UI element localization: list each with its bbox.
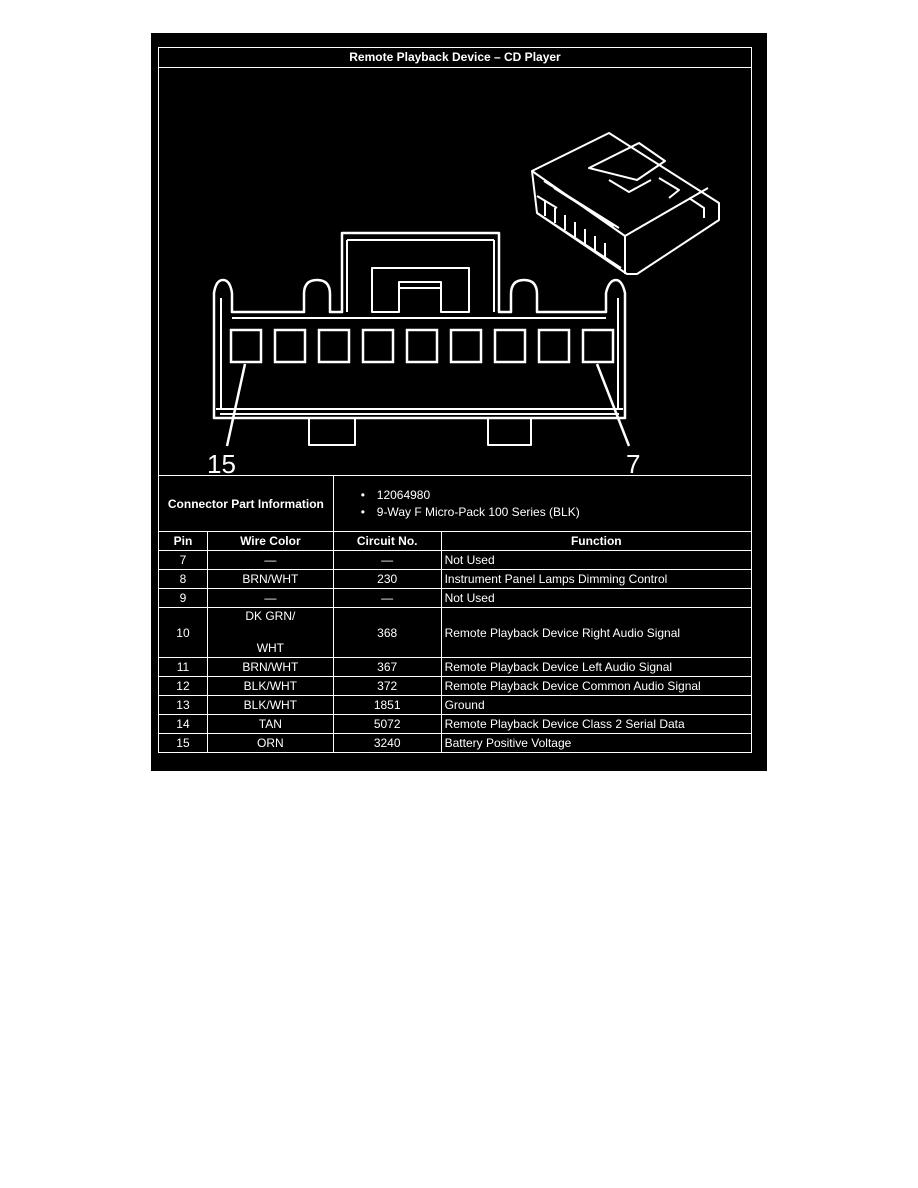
function-cell: Battery Positive Voltage xyxy=(440,733,753,753)
part-description: 9-Way F Micro-Pack 100 Series (BLK) xyxy=(361,504,748,521)
table-row: 14 TAN 5072 Remote Playback Device Class… xyxy=(158,714,753,734)
pin-cell: 7 xyxy=(158,550,208,570)
table-row: 7 — — Not Used xyxy=(158,550,753,570)
circuit-cell: 368 xyxy=(332,607,442,658)
pin-cell: 10 xyxy=(158,607,208,658)
table-row: 9 — — Not Used xyxy=(158,588,753,608)
wire-color-cell: DK GRN/ WHT xyxy=(206,607,334,658)
wire-color-cell: BRN/WHT xyxy=(206,657,334,677)
table-row: 12 BLK/WHT 372 Remote Playback Device Co… xyxy=(158,676,753,696)
function-cell: Not Used xyxy=(440,588,753,608)
function-cell: Remote Playback Device Right Audio Signa… xyxy=(440,607,753,658)
connector-iso-icon xyxy=(531,132,720,275)
part-info-label: Connector Part Information xyxy=(158,475,334,532)
part-info-row: Connector Part Information 12064980 9-Wa… xyxy=(158,475,753,532)
connector-sheet: Remote Playback Device – CD Player xyxy=(151,33,767,771)
pin-cell: 14 xyxy=(158,714,208,734)
header-circuit-no: Circuit No. xyxy=(332,531,442,551)
wire-color-cell: TAN xyxy=(206,714,334,734)
circuit-cell: 5072 xyxy=(332,714,442,734)
page-title: Remote Playback Device – CD Player xyxy=(158,47,752,68)
pin-cavities xyxy=(229,328,615,364)
part-number: 12064980 xyxy=(361,487,748,504)
pin-cell: 12 xyxy=(158,676,208,696)
function-cell: Remote Playback Device Common Audio Sign… xyxy=(440,676,753,696)
table-row: 13 BLK/WHT 1851 Ground xyxy=(158,695,753,715)
wire-color-line-1: DK GRN/ xyxy=(245,609,296,623)
part-info-values: 12064980 9-Way F Micro-Pack 100 Series (… xyxy=(332,475,753,532)
table-row: 10 DK GRN/ WHT 368 Remote Playback Devic… xyxy=(158,607,753,658)
circuit-cell: — xyxy=(332,588,442,608)
pin-15-callout: 15 xyxy=(207,449,236,479)
function-cell: Instrument Panel Lamps Dimming Control xyxy=(440,569,753,589)
header-pin: Pin xyxy=(158,531,208,551)
table-row: 15 ORN 3240 Battery Positive Voltage xyxy=(158,733,753,753)
wire-color-cell: BLK/WHT xyxy=(206,676,334,696)
pin-7-callout: 7 xyxy=(626,449,641,479)
circuit-cell: 367 xyxy=(332,657,442,677)
table-row: 11 BRN/WHT 367 Remote Playback Device Le… xyxy=(158,657,753,677)
wire-color-cell: — xyxy=(206,550,334,570)
table-header-row: Pin Wire Color Circuit No. Function xyxy=(158,531,753,551)
pin-cell: 8 xyxy=(158,569,208,589)
pin-cell: 13 xyxy=(158,695,208,715)
pin-cell: 11 xyxy=(158,657,208,677)
wire-color-line-2: WHT xyxy=(256,641,285,655)
connector-pin-table: Connector Part Information 12064980 9-Wa… xyxy=(158,475,753,753)
pin-cell: 15 xyxy=(158,733,208,753)
circuit-cell: 230 xyxy=(332,569,442,589)
circuit-cell: 1851 xyxy=(332,695,442,715)
function-cell: Not Used xyxy=(440,550,753,570)
wire-color-cell: BLK/WHT xyxy=(206,695,334,715)
table-row: 8 BRN/WHT 230 Instrument Panel Lamps Dim… xyxy=(158,569,753,589)
function-cell: Remote Playback Device Class 2 Serial Da… xyxy=(440,714,753,734)
wire-color-cell: BRN/WHT xyxy=(206,569,334,589)
function-cell: Remote Playback Device Left Audio Signal xyxy=(440,657,753,677)
function-cell: Ground xyxy=(440,695,753,715)
circuit-cell: 3240 xyxy=(332,733,442,753)
connector-diagram: 15 7 xyxy=(158,68,752,479)
connector-face-drawing xyxy=(212,132,720,447)
header-function: Function xyxy=(440,531,753,551)
wire-color-cell: ORN xyxy=(206,733,334,753)
circuit-cell: — xyxy=(332,550,442,570)
circuit-cell: 372 xyxy=(332,676,442,696)
header-wire-color: Wire Color xyxy=(206,531,334,551)
wire-color-cell: — xyxy=(206,588,334,608)
pin-cell: 9 xyxy=(158,588,208,608)
